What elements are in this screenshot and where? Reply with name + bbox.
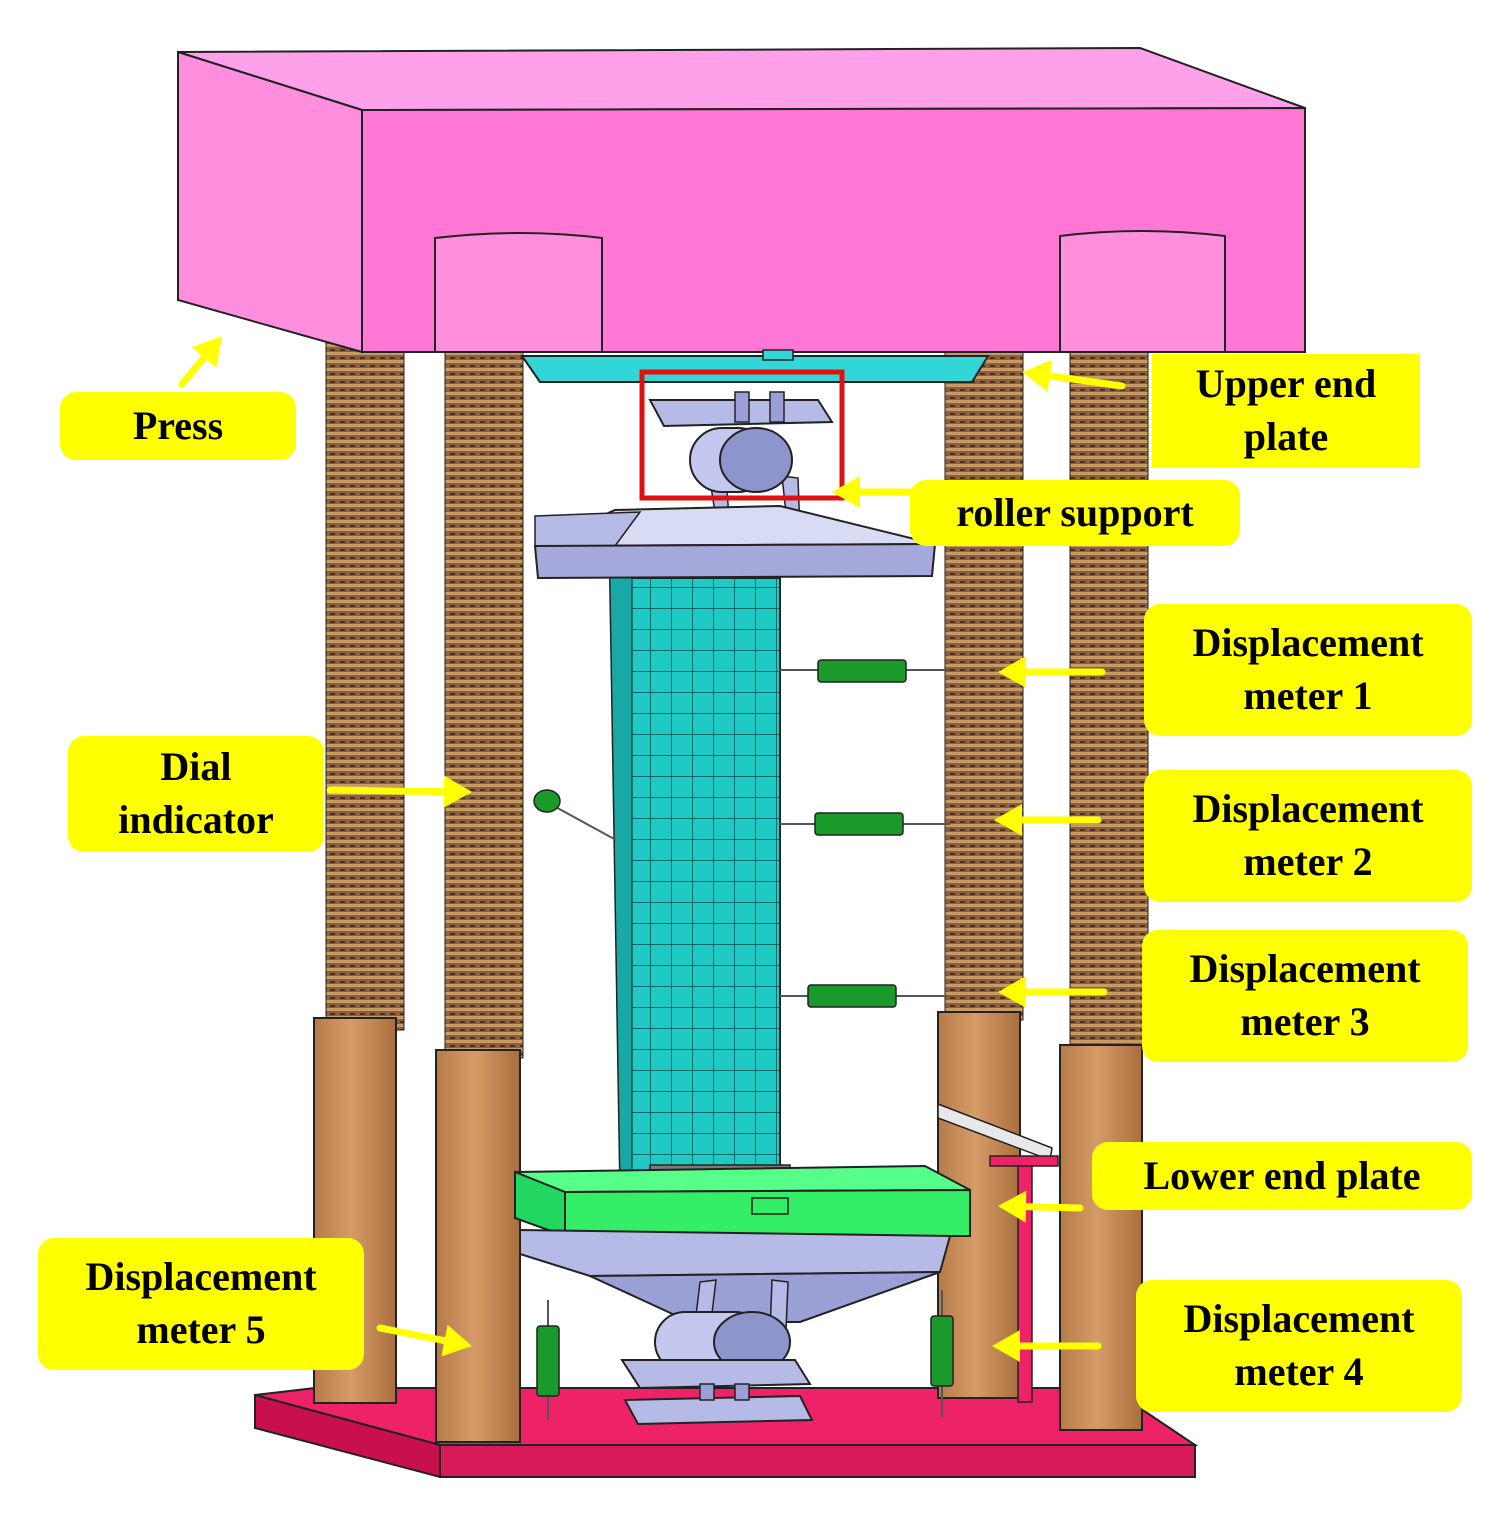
label-displacement-meter-3: Displacement meter 3 [1142,930,1468,1062]
label-line: Upper end [1195,361,1377,407]
front-left-column [435,339,524,1443]
callout-arrows [178,336,1126,1362]
lower-end-plate-arrow [998,1190,1084,1223]
label-line: Displacement [1192,620,1424,666]
label-line: meter 4 [1234,1349,1364,1394]
displacement-meter-3-device [780,984,948,1008]
rear-right-column [1059,339,1149,1431]
label-line: Displacement [1192,786,1424,832]
roller-support-arrow [832,476,914,508]
lower-end-plate [514,1164,971,1238]
upper-roller-support [648,391,834,533]
displacement-meter-5-arrow [376,1324,472,1357]
dial-indicator-device [533,789,617,841]
label-line: Displacement [85,1254,317,1300]
label-line: Dial [160,744,232,790]
upper-end-plate [520,349,990,383]
label-line: Displacement [1189,946,1421,992]
specimen-column [608,577,791,1188]
roller-support-highlight [639,369,845,501]
label-line: Press [132,402,224,448]
label-displacement-meter-1: Displacement meter 1 [1144,604,1472,736]
label-displacement-meter-2: Displacement meter 2 [1144,770,1472,902]
displacement-meter-1-arrow [998,656,1106,688]
upper-end-plate-arrow [1022,360,1126,392]
label-displacement-meter-4: Displacement meter 4 [1136,1280,1462,1412]
label-line: meter 3 [1240,999,1370,1044]
label-line: Displacement [1183,1296,1415,1342]
press-block [177,46,1306,354]
displacement-meter-3-arrow [998,976,1108,1008]
label-line: meter 5 [136,1307,266,1352]
label-dial-indicator: Dial indicator [68,736,324,852]
label-press: Press [60,392,296,460]
label-displacement-meter-5: Displacement meter 5 [38,1238,364,1370]
displacement-meter-4-arrow [992,1330,1102,1362]
displacement-meter-2-device [780,812,950,836]
label-upper-end-plate: Upper end plate [1152,354,1420,468]
label-line: roller support [956,489,1194,535]
label-line: meter 2 [1243,839,1373,884]
label-line: plate [1243,414,1329,459]
label-lower-end-plate: Lower end plate [1092,1142,1472,1210]
displacement-meter-5-device [536,1300,560,1420]
label-line: indicator [118,797,274,842]
upper-load-cap [533,504,937,580]
lower-roller-support [620,1279,814,1426]
dial-indicator-arrow [326,775,472,808]
displacement-meter-2-arrow [994,804,1102,836]
press-arrow [178,336,222,388]
label-roller-support: roller support [910,480,1240,546]
lower-support-block [519,1228,952,1323]
label-line: Lower end plate [1143,1152,1421,1198]
displacement-meter-4-device [930,1290,954,1418]
label-line: meter 1 [1243,673,1373,718]
displacement-meter-1-device [780,659,950,683]
